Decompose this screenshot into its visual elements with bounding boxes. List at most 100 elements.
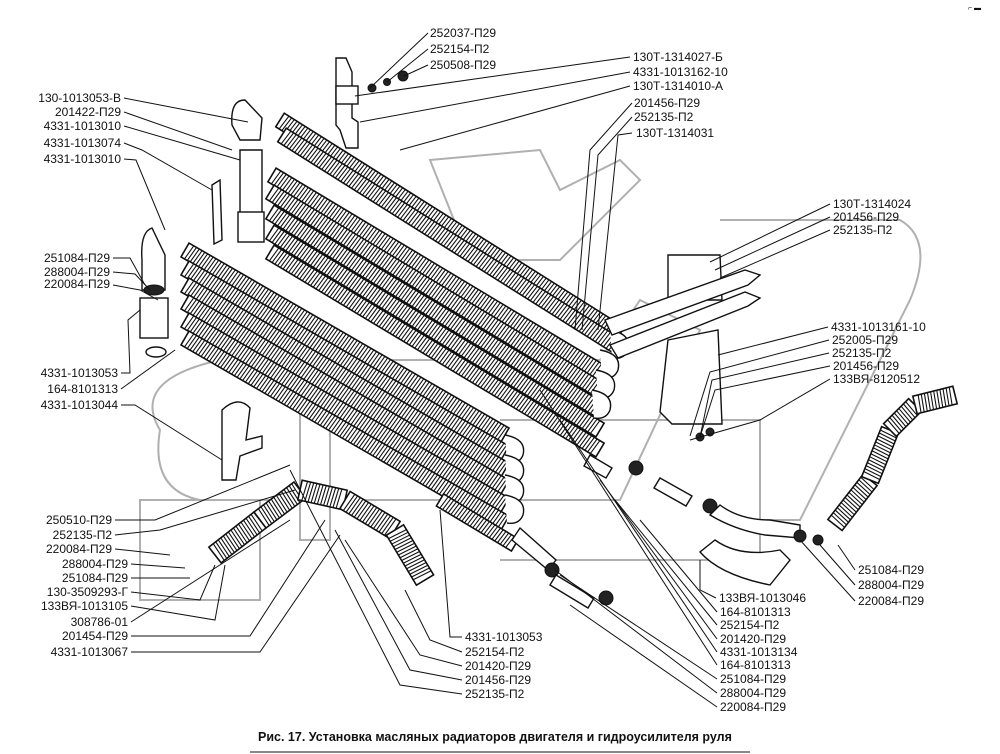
finned-tube bbox=[338, 490, 402, 540]
leader-line bbox=[819, 544, 856, 586]
part-label: 251084-П29 bbox=[720, 672, 786, 686]
tube-body bbox=[207, 510, 268, 565]
part-label: 252135-П2 bbox=[53, 528, 113, 542]
part-label: 4331-1013053 bbox=[465, 630, 543, 644]
figure-caption: Рис. 17. Установка масляных радиаторов д… bbox=[258, 730, 732, 744]
part-label: 252135-П2 bbox=[833, 223, 893, 237]
part-label: 252154-П2 bbox=[720, 618, 780, 632]
leader-line bbox=[689, 339, 830, 437]
part-label: 130Т-1314024 bbox=[833, 197, 911, 211]
part-label: 4331-1013162-10 bbox=[633, 65, 728, 79]
finned-tube bbox=[264, 224, 606, 438]
part-label: 288004-П29 bbox=[44, 265, 110, 279]
part-label: 288004-П29 bbox=[62, 557, 128, 571]
part-label: 133ВЯ-8120512 bbox=[833, 372, 920, 386]
leader-line bbox=[130, 564, 216, 601]
part-label: 252135-П2 bbox=[465, 687, 525, 701]
finned-tube bbox=[882, 397, 923, 438]
label-group-top: 252037-П29 252154-П2 250508-П29 bbox=[430, 26, 496, 72]
part-label: 4331-1013010 bbox=[44, 119, 122, 133]
leader-line bbox=[354, 56, 631, 97]
tube-fins bbox=[278, 115, 623, 339]
leader-line bbox=[699, 352, 830, 438]
label-group-bottom-right: 133ВЯ-1013046 164-8101313 252154-П2 2014… bbox=[719, 591, 806, 714]
finned-tube bbox=[385, 523, 435, 587]
label-group-right-mid: 4331-1013161-10 252005-П29 252135-П2 201… bbox=[831, 320, 926, 386]
leader-line bbox=[597, 132, 633, 331]
part-label: 220084-П29 bbox=[44, 277, 110, 291]
label-group-top-right: 130Т-1314027-Б 4331-1013162-10 130Т-1314… bbox=[633, 50, 728, 140]
leader-line bbox=[131, 534, 341, 653]
part-label: 250510-П29 bbox=[46, 513, 112, 527]
right-bracket bbox=[604, 254, 762, 442]
finned-tube bbox=[264, 244, 606, 458]
part-label: 4331-1013053 bbox=[41, 366, 119, 380]
leader-line bbox=[130, 519, 291, 623]
part-label: 130-3509293-Г bbox=[47, 585, 129, 599]
leader-line bbox=[120, 349, 176, 390]
bottom-left-hose bbox=[207, 479, 435, 587]
leader-line bbox=[121, 309, 141, 374]
leader-line bbox=[359, 71, 631, 123]
tube-fins bbox=[184, 315, 508, 511]
part-label: 4331-1013067 bbox=[51, 645, 129, 659]
leader-line bbox=[717, 326, 829, 356]
part-label: 164-8101313 bbox=[47, 382, 118, 396]
leader-line bbox=[581, 116, 633, 331]
part-label: 164-8101313 bbox=[720, 605, 791, 619]
leader-line bbox=[112, 284, 159, 301]
right-hose bbox=[826, 385, 959, 532]
finned-tube bbox=[826, 473, 879, 532]
part-label: 288004-П29 bbox=[720, 686, 786, 700]
leader-line bbox=[554, 569, 718, 694]
tube-fins bbox=[268, 187, 601, 394]
label-group-bottom-center: 4331-1013053 252154-П2 201420-П29 201456… bbox=[465, 630, 543, 701]
part-label: 201456-П29 bbox=[833, 359, 899, 373]
tube-fins bbox=[388, 529, 432, 581]
part-label: 4331-1013161-10 bbox=[831, 320, 926, 334]
tube-fins bbox=[184, 245, 508, 441]
tube-fins bbox=[301, 481, 343, 509]
part-label: 133ВЯ-1013105 bbox=[41, 599, 128, 613]
part-label: 220084-П29 bbox=[720, 700, 786, 714]
part-label: 201420-П29 bbox=[720, 632, 786, 646]
leader-line bbox=[130, 563, 186, 569]
part-label: 201454-П29 bbox=[62, 629, 128, 643]
part-label: 201456-П29 bbox=[465, 673, 531, 687]
part-label: 251084-П29 bbox=[44, 251, 110, 265]
tube-fins bbox=[439, 496, 515, 548]
leader-line bbox=[639, 519, 718, 613]
tube-body bbox=[338, 490, 402, 540]
part-label: 308786-01 bbox=[71, 615, 129, 629]
tube-fins bbox=[863, 429, 897, 481]
part-label: 4331-1013134 bbox=[720, 645, 798, 659]
return-bend bbox=[504, 494, 525, 525]
label-group-bottom-far-right: 251084-П29 288004-П29 220084-П29 bbox=[858, 563, 924, 608]
part-label: 164-8101313 bbox=[720, 658, 791, 672]
tube-body bbox=[826, 473, 879, 532]
part-label: 220084-П29 bbox=[46, 542, 112, 556]
tube-fins bbox=[268, 227, 601, 434]
leader-line bbox=[112, 271, 151, 291]
part-label: 220084-П29 bbox=[858, 594, 924, 608]
leader-line bbox=[344, 539, 463, 667]
finned-tube bbox=[860, 425, 900, 485]
leader-line bbox=[123, 142, 213, 191]
part-label: 252154-П2 bbox=[465, 645, 525, 659]
tube-fins bbox=[830, 476, 875, 528]
part-label: 252154-П2 bbox=[430, 42, 490, 56]
tube-fins bbox=[184, 333, 508, 529]
tube-fins bbox=[917, 387, 953, 413]
tube-fins bbox=[212, 513, 263, 561]
leader-line bbox=[123, 97, 249, 123]
leader-line bbox=[399, 85, 631, 151]
leader-line bbox=[121, 404, 223, 461]
return-bend bbox=[591, 389, 612, 420]
leader-line bbox=[123, 158, 166, 231]
tube-fins bbox=[342, 493, 397, 536]
tube-body bbox=[252, 480, 308, 530]
tube-fins bbox=[184, 280, 508, 476]
part-label: 4331-1013074 bbox=[44, 136, 122, 150]
leader-line bbox=[115, 464, 291, 521]
